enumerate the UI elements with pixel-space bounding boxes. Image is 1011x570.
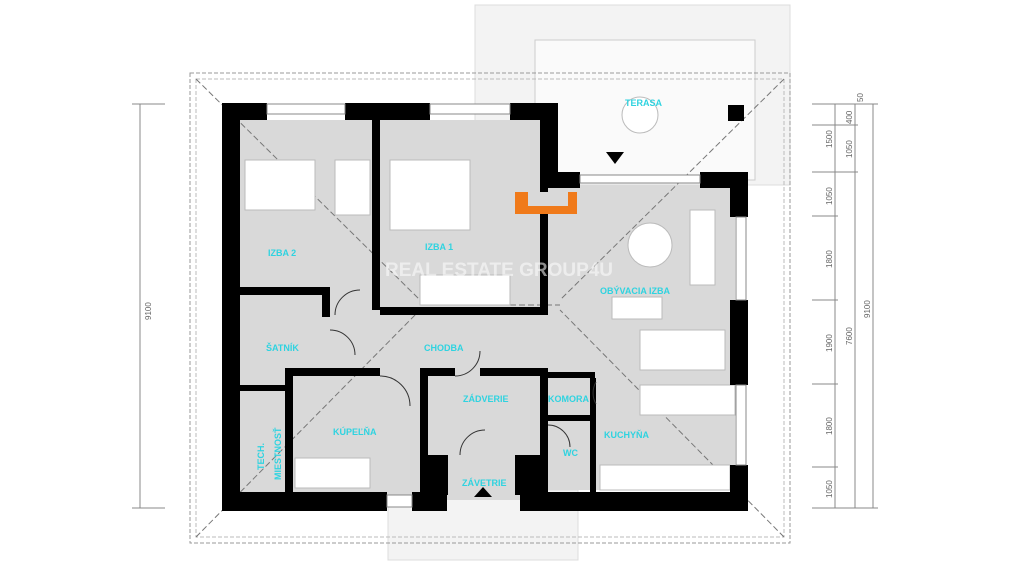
doors[interactable]	[329, 289, 597, 456]
label-zadverie: ZÁDVERIE	[463, 394, 509, 404]
label-zavetrie: ZÁVETRIE	[462, 478, 507, 488]
label-tech: TECH.	[256, 443, 266, 470]
furniture	[244, 96, 736, 491]
chimney-inner	[528, 192, 568, 206]
label-kupelna: KÚPEĽŇA	[333, 426, 377, 437]
dim-seg: 1050	[825, 187, 834, 205]
windows	[266, 103, 747, 508]
label-miestnost: MIESTNOSŤ	[272, 427, 283, 480]
label-izba-2: IZBA 2	[268, 248, 296, 258]
dim-seg: 1800	[825, 417, 834, 435]
entry-arrow-icon	[474, 487, 492, 497]
dim-seg: 1900	[825, 334, 834, 352]
watermark: REAL ESTATE GROUP4U	[385, 260, 613, 281]
dim-seg: 1800	[825, 250, 834, 268]
dim-top-small: 1050	[845, 140, 854, 158]
label-wc: WC	[563, 448, 578, 458]
dimension-lines	[132, 103, 878, 509]
dim-right-total: 9100	[863, 300, 872, 318]
dim-top-small: 50	[856, 93, 865, 102]
dim-seg: 1050	[825, 480, 834, 498]
label-kuchyna: KUCHYŇA	[604, 429, 650, 440]
label-chodba: CHODBA	[424, 343, 464, 353]
label-obyvacia-izba: OBÝVACIA IZBA	[600, 285, 671, 296]
label-terasa: TERASA	[625, 98, 663, 108]
room-labels: TERASA IZBA 2 IZBA 1 OBÝVACIA IZBA ŠATNÍ…	[256, 98, 671, 488]
dim-top-small: 400	[845, 110, 854, 124]
label-satnik: ŠATNÍK	[266, 342, 299, 353]
dim-seg: 1500	[825, 130, 834, 148]
label-komora: KOMORA	[548, 394, 589, 404]
terrace-entry-arrow-icon	[606, 152, 624, 164]
roof-outline-inner	[195, 78, 785, 538]
dimension-labels: 9100 1500 1050 1800 1900 1800 1050 50 40…	[144, 93, 872, 498]
roof-outline	[189, 72, 791, 544]
dim-right-inner: 7600	[845, 327, 854, 345]
walls	[222, 103, 748, 511]
label-izba-1: IZBA 1	[425, 242, 453, 252]
dim-left-total: 9100	[144, 302, 153, 320]
